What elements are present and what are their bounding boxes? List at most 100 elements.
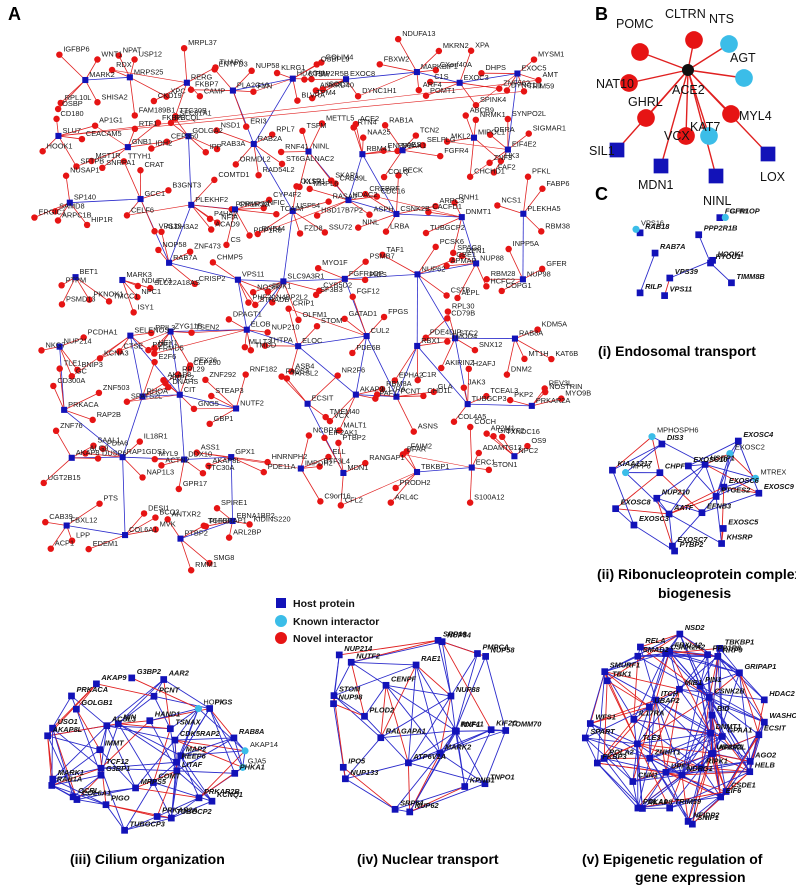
edge	[687, 69, 745, 79]
edge	[461, 217, 477, 264]
edge	[76, 799, 107, 806]
node-rab3a	[213, 145, 221, 153]
caption-rnp-line1: (ii) Ribonucleoprotein complex	[597, 566, 796, 582]
edge	[382, 254, 418, 275]
node-nup210	[264, 329, 271, 336]
node-hdac2	[345, 197, 352, 204]
node-label: TTC30A	[207, 463, 235, 472]
edge	[517, 73, 539, 81]
node-n	[678, 771, 686, 779]
node-nup58	[248, 67, 255, 75]
edge	[122, 457, 126, 536]
node-n	[704, 651, 711, 659]
node-label: IGFBP6	[63, 45, 89, 54]
node-label: AKAP8	[167, 370, 191, 379]
node-agt	[735, 69, 753, 87]
node-stom	[313, 322, 321, 330]
edge	[316, 199, 349, 216]
node-label: SMAD2	[643, 645, 670, 654]
node-npat	[115, 52, 123, 59]
node-label: SKAP1	[335, 171, 359, 180]
node-label: ALDH3A2	[165, 222, 198, 231]
node-label: NUP98	[527, 269, 551, 278]
node-label: HEY1	[158, 338, 177, 347]
node-smg8	[206, 559, 213, 567]
edge	[124, 529, 156, 536]
edge	[66, 525, 126, 536]
node-n	[705, 694, 713, 701]
node-label: GOLGA2	[192, 126, 222, 135]
edge	[655, 700, 667, 773]
edge	[288, 308, 299, 347]
node-ap2m1	[483, 430, 490, 437]
edge	[84, 59, 98, 81]
node-n	[160, 676, 168, 683]
node-chchd1	[466, 173, 474, 180]
node-label: KPNB1	[470, 776, 495, 785]
edge	[669, 651, 712, 734]
node-n	[453, 727, 460, 735]
node-fkbp3	[154, 119, 162, 127]
edge	[366, 316, 385, 337]
node-label: MALT1	[343, 420, 366, 429]
node-antxr2	[164, 516, 171, 523]
node-il18r1	[136, 438, 144, 445]
node-nfia	[214, 219, 221, 226]
edge	[452, 217, 463, 253]
edge	[711, 734, 760, 755]
edge	[253, 143, 260, 176]
edge	[344, 278, 366, 281]
node-n	[600, 755, 608, 762]
edge	[637, 697, 710, 745]
node-apmap	[443, 262, 450, 270]
edge	[211, 395, 237, 409]
edge	[385, 685, 441, 754]
node-label: APMAP	[451, 256, 477, 265]
edge	[467, 368, 470, 405]
edge	[348, 199, 370, 215]
edge	[469, 467, 473, 503]
edge	[469, 137, 475, 177]
edge	[100, 768, 126, 831]
node-label: MPHOSPH6	[657, 426, 698, 435]
node-rtn4	[350, 124, 357, 131]
edge	[679, 654, 708, 690]
node-znf503	[95, 389, 103, 397]
node-label: ANKRD40	[320, 81, 354, 90]
node-label: AP1G1	[99, 116, 123, 125]
edge	[188, 136, 192, 205]
node-n	[636, 289, 644, 297]
node-label: CHCHD1	[474, 167, 505, 176]
edge	[51, 749, 101, 786]
node-label: RAB7A	[173, 253, 197, 262]
node-n	[630, 716, 638, 723]
edge	[333, 662, 352, 696]
node-erc1	[468, 464, 475, 471]
node-nup98	[519, 276, 526, 283]
edge	[625, 443, 663, 473]
network-nodes	[31, 31, 776, 834]
edge	[149, 708, 199, 722]
edge	[385, 684, 452, 697]
node-slc22a18as	[147, 284, 154, 292]
node-label: MAPKBIP1	[421, 62, 458, 71]
node-nup62	[414, 271, 421, 278]
edge	[603, 680, 608, 759]
edge	[123, 161, 141, 200]
node-spire1	[213, 504, 221, 512]
edge	[407, 664, 417, 763]
node-label: SHISA2	[101, 92, 127, 101]
node-label: NUSAP1	[70, 166, 100, 175]
node-label: AP2M1	[717, 742, 743, 751]
edge	[348, 199, 397, 215]
edge	[459, 50, 472, 83]
edge	[118, 723, 171, 730]
node-label: NFIA	[221, 213, 238, 222]
node-n	[93, 680, 100, 688]
legend-host-label: Host protein	[293, 598, 355, 610]
node-hk3	[497, 157, 505, 165]
edge	[665, 689, 680, 773]
node-label: NUAK1	[402, 141, 427, 150]
node-label: PDE6B	[356, 343, 380, 352]
node-label: RBX1	[421, 336, 440, 345]
